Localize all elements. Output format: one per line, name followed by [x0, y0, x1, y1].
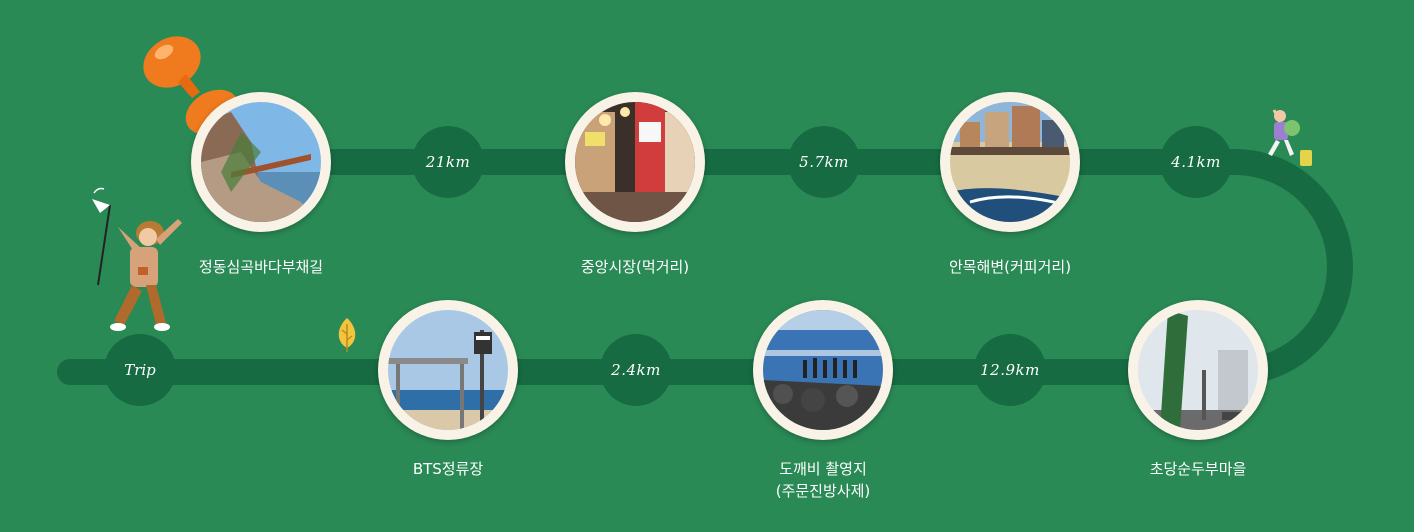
- stop-label-4: 초당순두부마을: [1149, 460, 1247, 478]
- leaf-icon: [338, 318, 356, 352]
- hiker-with-flag-icon: [92, 187, 182, 331]
- stop-photo-anmok-beach[interactable]: [940, 92, 1080, 232]
- beach-photo-icon: [950, 102, 1070, 222]
- market-photo-icon: [575, 102, 695, 222]
- cliff-boardwalk-photo-icon: [201, 102, 321, 222]
- stop-photo-chodang-tofu-village[interactable]: [1128, 300, 1268, 440]
- village-sign-photo-icon: [1138, 310, 1258, 430]
- trip-start-marker: Trip: [104, 334, 176, 406]
- distance-marker-4: 12.9km: [974, 334, 1046, 406]
- stop-label-3: 안목해변(커피거리): [948, 258, 1072, 276]
- stop-photo-jumunjin-breakwater[interactable]: [753, 300, 893, 440]
- stop-label-5-line2: (주문진방사제): [775, 482, 871, 500]
- traveler-with-suitcase-icon: [1268, 109, 1312, 166]
- breakwater-photo-icon: [763, 310, 883, 430]
- distance-marker-3: 4.1km: [1160, 126, 1232, 198]
- stop-label-2: 중앙시장(먹거리): [580, 258, 690, 276]
- bus-stop-photo-icon: [388, 310, 508, 430]
- stop-label-5: 도깨비 촬영지 (주문진방사제): [713, 458, 933, 502]
- stop-label-5-line1: 도깨비 촬영지: [779, 460, 867, 478]
- distance-marker-2: 5.7km: [788, 126, 860, 198]
- stop-photo-jeongdong-simgok[interactable]: [191, 92, 331, 232]
- distance-marker-1: 21km: [412, 126, 484, 198]
- distance-marker-5: 2.4km: [600, 334, 672, 406]
- stop-photo-bts-bus-stop[interactable]: [378, 300, 518, 440]
- stop-photo-jungang-market[interactable]: [565, 92, 705, 232]
- stop-label-6: BTS정류장: [412, 460, 484, 478]
- stop-label-1: 정동심곡바다부채길: [198, 258, 324, 276]
